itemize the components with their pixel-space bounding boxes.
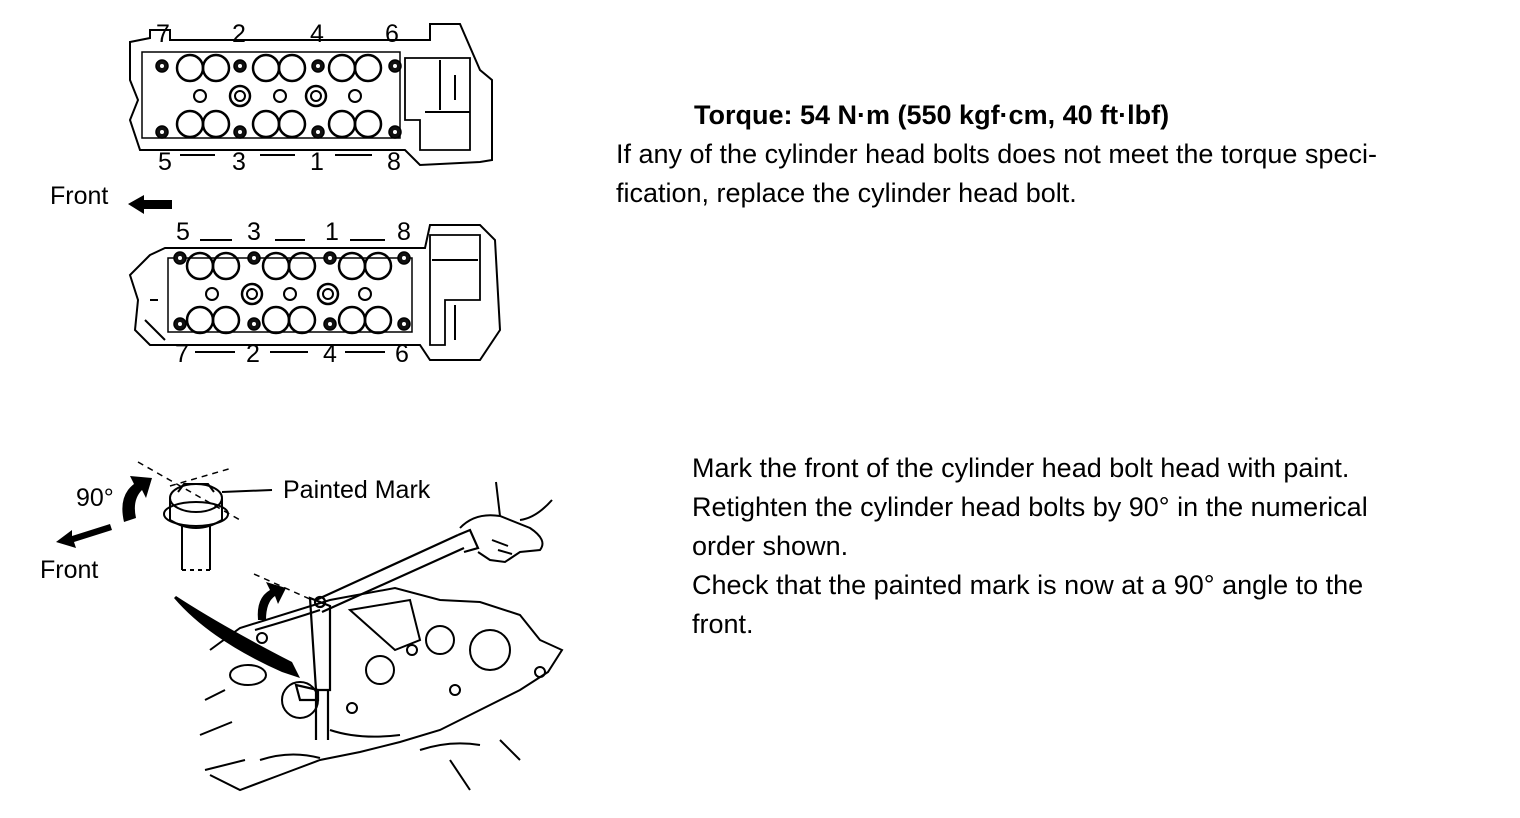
painted-mark-label: Painted Mark — [283, 476, 431, 504]
bolt-number: 7 — [175, 340, 189, 368]
upper-bank-top-numbers: 7 2 4 6 — [156, 20, 399, 48]
torque-specification: Torque: 54 N·m (550 kgf·cm, 40 ft·lbf) — [694, 100, 1170, 130]
bolt-number: 7 — [156, 20, 170, 48]
bolt-number: 3 — [247, 218, 261, 246]
torque-note: If any of the cylinder head bolts does n… — [616, 135, 1377, 213]
rotation-arrow-icon — [122, 476, 152, 522]
upper-bank-bottom-numbers: 5 3 1 8 — [158, 148, 401, 176]
upper-cylinder-head-bank — [128, 23, 493, 167]
bolt-number: 4 — [323, 340, 337, 368]
front-label-top: Front — [50, 182, 108, 210]
hand-illustration — [459, 481, 553, 564]
bolt-number: 6 — [395, 340, 409, 368]
bolt-number: 6 — [385, 20, 399, 48]
front-arrow-icon — [128, 195, 172, 214]
bolt-number: 5 — [158, 148, 172, 176]
bolt-number: 8 — [387, 148, 401, 176]
bolt-number: 3 — [232, 148, 246, 176]
angle-label: 90° — [76, 484, 114, 512]
bolt-number: 2 — [232, 20, 246, 48]
instruction-line: order shown. — [692, 531, 849, 561]
dashed-guide-line — [253, 573, 313, 601]
small-rotation-arrow-icon — [257, 582, 286, 620]
lower-bank-top-numbers: 5 3 1 8 — [176, 218, 411, 246]
engine-block-illustration — [199, 586, 564, 792]
lower-bank-bottom-numbers: 7 2 4 6 — [175, 340, 409, 368]
instruction-line: Retighten the cylinder head bolts by 90°… — [692, 492, 1368, 522]
instruction-line: Check that the painted mark is now at a … — [692, 570, 1364, 600]
bolt-head-detail — [137, 461, 273, 571]
instruction-line: front. — [692, 609, 754, 639]
bolt-number: 1 — [310, 148, 324, 176]
bolt-number: 4 — [310, 20, 324, 48]
bolt-number: 8 — [397, 218, 411, 246]
curved-direction-arrow-icon — [174, 596, 300, 678]
torque-note-line: fication, replace the cylinder head bolt… — [616, 178, 1077, 208]
retighten-instructions: Mark the front of the cylinder head bolt… — [692, 449, 1368, 644]
lower-cylinder-head-bank — [128, 224, 502, 361]
lower-bank-bolts — [173, 251, 411, 331]
instruction-line: Mark the front of the cylinder head bolt… — [692, 453, 1350, 483]
bolt-number: 5 — [176, 218, 190, 246]
bolt-number: 1 — [325, 218, 339, 246]
front-label-bottom: Front — [40, 556, 98, 584]
torque-wrench-illustration — [294, 528, 480, 740]
front-arrow-diagonal-icon — [56, 524, 112, 548]
bolt-number: 2 — [246, 340, 260, 368]
torque-note-line: If any of the cylinder head bolts does n… — [616, 139, 1377, 169]
